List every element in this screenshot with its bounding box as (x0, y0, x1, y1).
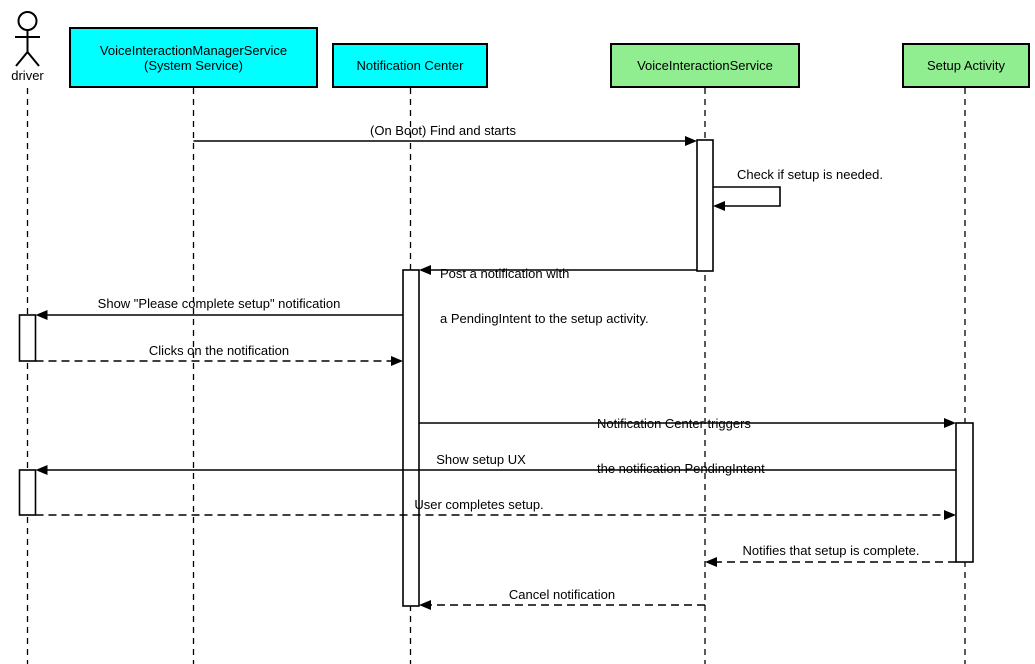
message-show-setup-ux-label: Show setup UX (436, 452, 526, 467)
participant-setup-activity: Setup Activity (902, 43, 1030, 88)
message-click-notification-label: Clicks on the notification (148, 343, 290, 358)
activation-driver-2 (18, 469, 37, 516)
participant-voice-interaction-manager-service: VoiceInteractionManagerService (System S… (69, 27, 318, 88)
participant-label: VoiceInteractionManagerService (99, 42, 288, 58)
participant-label: Notification Center (356, 58, 464, 73)
message-show-setup-ux-arrow (35, 465, 956, 475)
message-trigger-pendingintent-arrow (419, 418, 956, 428)
participant-sublabel: (System Service) (144, 57, 243, 73)
message-cancel-notification-label: Cancel notification (508, 587, 616, 602)
message-post-notification-arrow (419, 265, 697, 275)
message-show-notification-label: Show "Please complete setup" notificatio… (97, 296, 341, 311)
message-user-completes-setup-label: User completes setup. (414, 497, 544, 512)
message-trigger-pendingintent-label: Notification Center triggers the notific… (597, 416, 765, 476)
message-check-setup-self-arrow (713, 186, 781, 211)
activation-setup-activity (955, 422, 974, 563)
message-user-completes-setup-arrow (35, 510, 956, 520)
actor-driver-icon (15, 11, 40, 67)
message-on-boot-label: (On Boot) Find and starts (370, 123, 516, 138)
participant-notification-center: Notification Center (332, 43, 488, 88)
actor-driver-label: driver (11, 68, 44, 83)
message-notify-setup-complete-arrow (705, 557, 956, 567)
message-check-setup-label: Check if setup is needed. (737, 167, 883, 182)
message-click-notification-arrow (35, 356, 403, 366)
message-cancel-notification-arrow (419, 600, 705, 610)
activation-driver-1 (18, 314, 37, 362)
message-show-notification-arrow (35, 310, 403, 320)
message-notify-setup-complete-label: Notifies that setup is complete. (742, 543, 920, 558)
participant-label: Setup Activity (926, 58, 1006, 73)
message-post-notification-label: Post a notification with a PendingIntent… (440, 266, 649, 326)
activation-notification-center (402, 269, 420, 607)
activation-interaction-service (696, 139, 714, 272)
participant-voice-interaction-service: VoiceInteractionService (610, 43, 800, 88)
participant-label: VoiceInteractionService (637, 58, 773, 73)
message-on-boot-arrow (193, 136, 697, 146)
